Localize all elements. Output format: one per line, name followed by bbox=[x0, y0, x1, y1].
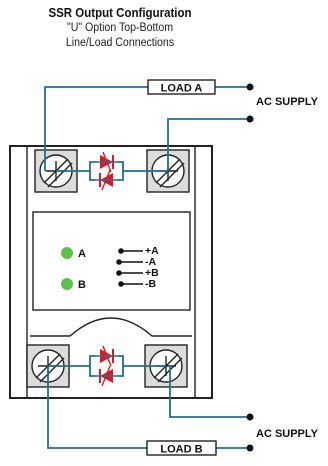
supply-top-dot-1 bbox=[246, 83, 254, 91]
load-a-box: LOAD A bbox=[147, 79, 216, 95]
supply-top-dot-2 bbox=[246, 115, 254, 123]
ssr-label-window bbox=[32, 211, 191, 311]
wire-bottom-scr-pair bbox=[48, 355, 166, 377]
ac-supply-bottom-label: AC SUPPLY bbox=[256, 428, 319, 440]
indicator-a-label: A bbox=[78, 248, 86, 260]
pin-plus-a-label: +A bbox=[145, 245, 159, 257]
load-b-label: LOAD B bbox=[160, 444, 202, 456]
diagram-title: SSR Output Configuration bbox=[48, 6, 192, 20]
ac-supply-top-label: AC SUPPLY bbox=[256, 96, 319, 108]
ssr-inner-panel bbox=[26, 145, 196, 399]
indicator-a-led bbox=[61, 247, 73, 259]
diagram-subtitle-line-2: Line/Load Connections bbox=[65, 37, 175, 49]
indicator-b-label: B bbox=[78, 279, 86, 291]
wire-top-scr-pair bbox=[56, 161, 168, 181]
pin-minus-b-label: -B bbox=[145, 278, 156, 290]
scr-symbol-top-lower bbox=[95, 169, 118, 191]
wiring bbox=[44, 86, 248, 449]
ssr-arch-divider bbox=[30, 317, 192, 337]
title-block: SSR Output Configuration "U" Option Top-… bbox=[0, 6, 240, 51]
scr-symbol-top-upper bbox=[95, 151, 118, 173]
diagram-subtitle-line-1: "U" Option Top-Bottom bbox=[66, 22, 174, 34]
wire-bottom-left-to-load-b bbox=[47, 366, 147, 449]
wire-bottom-right-to-supply bbox=[169, 366, 248, 418]
supply-bottom-dot-1 bbox=[246, 413, 254, 421]
indicator-b-led bbox=[61, 278, 73, 290]
scr-symbol-bottom-upper bbox=[95, 345, 118, 367]
load-a-label: LOAD A bbox=[161, 83, 203, 95]
supply-bottom-dot-2 bbox=[246, 444, 254, 452]
scr-symbol-bottom-lower bbox=[95, 365, 118, 387]
control-pin-leads bbox=[116, 248, 143, 287]
pin-minus-a-label: -A bbox=[145, 256, 156, 268]
wire-top-right-to-supply bbox=[167, 118, 248, 171]
wire-top-left-to-load-a bbox=[44, 86, 148, 171]
load-b-box: LOAD B bbox=[146, 440, 217, 456]
pin-plus-b-label: +B bbox=[145, 267, 159, 279]
